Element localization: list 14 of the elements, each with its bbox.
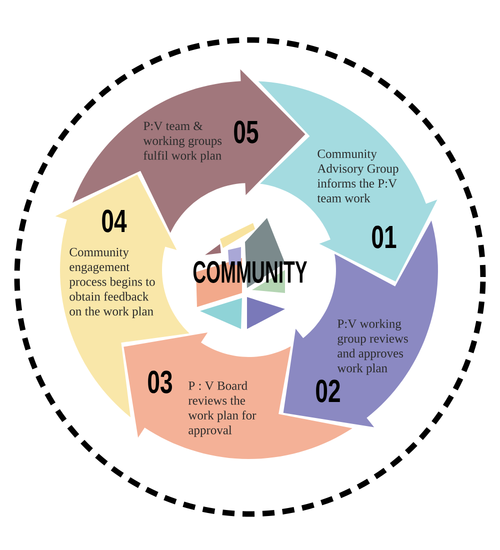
arrow-segment xyxy=(72,69,306,233)
center-label: COMMUNITY xyxy=(193,261,308,283)
step-number: 03 xyxy=(148,370,172,394)
arrow-segment xyxy=(55,174,190,418)
step-text: P:V working group reviews and approves work plan xyxy=(337,319,408,375)
step-text: Community Advisory Group informs the P:V team work xyxy=(317,150,398,202)
step-text: Community engagement process begins to obtain feedback on the work plan xyxy=(69,248,155,318)
step-number: 02 xyxy=(316,380,340,402)
hexagon-mosaic xyxy=(193,218,308,329)
step-text: P : V Board reviews the work plan for approval xyxy=(188,381,256,437)
step-number: 05 xyxy=(234,120,258,144)
step-number: 04 xyxy=(102,210,127,232)
step-text: P:V team & working groups fulfil work plan xyxy=(143,122,222,162)
step-number: 01 xyxy=(372,226,396,248)
